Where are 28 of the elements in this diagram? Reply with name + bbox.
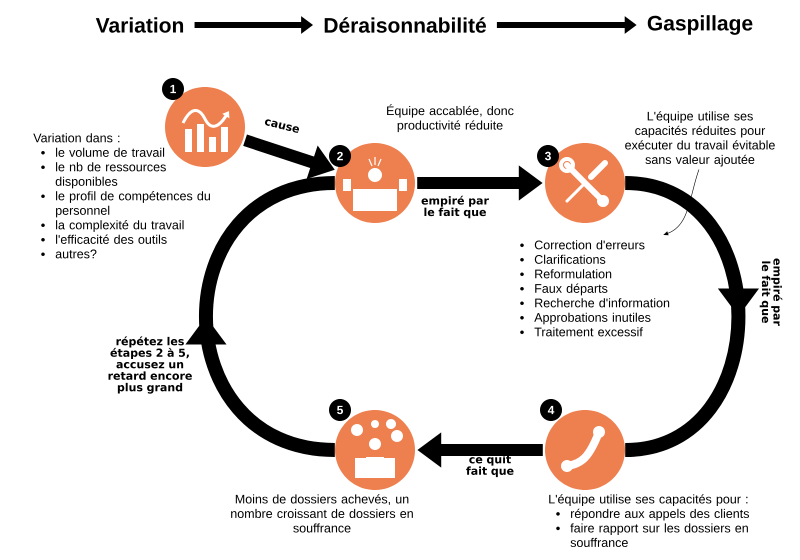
edge-label: empiré par le fait que: [422, 196, 489, 218]
step-description: L'équipe utilise ses capacités pour :: [549, 494, 748, 506]
bullet-item: Traitement excessif: [520, 327, 643, 336]
bullet-item: Correction d'erreurs: [520, 240, 644, 250]
edge-label: répétez les étapes 2 à 5, accusez un retard encore plus grand: [108, 336, 192, 394]
step-description: Équipe accablée, donc productivité réduite: [387, 104, 514, 132]
edge-label: cause: [264, 119, 299, 133]
bullet-item: Faux départs: [520, 284, 608, 296]
bullet-item: Clarifications: [520, 254, 606, 264]
bullet-item: Recherche d'information: [520, 298, 670, 308]
note-text: L'équipe utilise ses capacités réduites pour exécuter du travail évitable sans valeur ajoutée: [625, 111, 775, 166]
bullet-item: répondre aux appels des clients: [556, 508, 749, 520]
bullet-item: Reformulation: [520, 269, 612, 278]
stage-heading: Déraisonnabilité: [324, 17, 486, 33]
bullet-item: autres?: [41, 250, 96, 258]
stage-heading: Gaspillage: [648, 15, 752, 35]
bullet-item: faire rapport sur les dossiers en souffrance: [556, 523, 748, 548]
step-description: Moins de dossiers achevés, un nombre croissant de dossiers en souffrance: [231, 494, 413, 533]
stage-heading: Variation: [96, 17, 184, 33]
edge-label: ce quit fait que: [466, 454, 514, 478]
bullet-item: le volume de travail: [41, 148, 164, 157]
bullet-item: Approbations inutiles: [520, 312, 650, 324]
step-description: Variation dans :: [33, 133, 120, 142]
curved-arrow: [185, 176, 336, 457]
curved-arrow: [624, 176, 760, 457]
edge-label: empiré par le fait que: [760, 258, 782, 326]
bullet-item: l'efficacité des outils: [41, 234, 167, 244]
bullet-item: la complexité du travail: [41, 220, 184, 232]
